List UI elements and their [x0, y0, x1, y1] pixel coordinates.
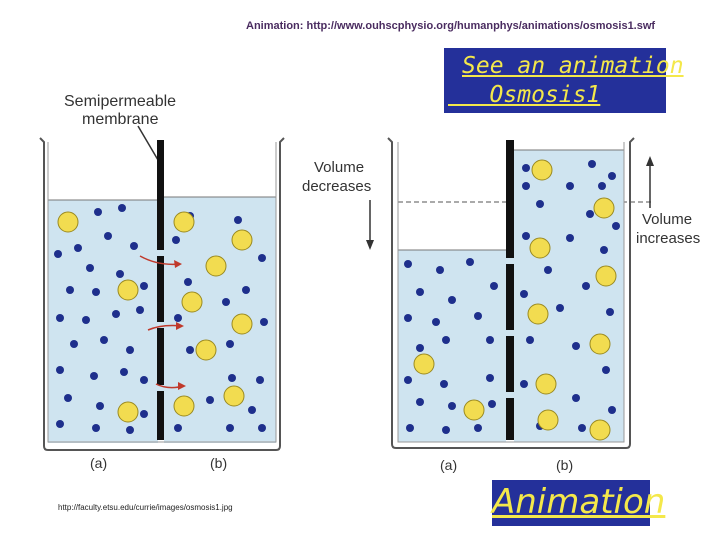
volume-decreases-line1: Volume — [314, 159, 364, 176]
left-beaker-label-a: (a) — [90, 455, 107, 471]
left-flow-arrowhead — [176, 322, 184, 330]
membrane-label-line2: membrane — [82, 111, 159, 128]
left-water-molecules — [54, 204, 268, 434]
volume-increases-line2: increases — [636, 230, 700, 247]
right-solute-particles — [413, 159, 617, 441]
see-animation-link-box[interactable]: See an animation Osmosis1 — [444, 48, 684, 113]
image-source-caption: http://faculty.etsu.edu/currie/images/os… — [58, 503, 233, 512]
left-beaker-glass — [39, 137, 285, 451]
left-flow-arrowhead — [178, 382, 186, 390]
left-membrane-pore — [157, 250, 164, 256]
volume-increases-arrowhead — [646, 156, 654, 166]
left-membrane — [157, 140, 164, 440]
left-solution-side-a — [48, 200, 158, 443]
osmosis1-link[interactable]: Osmosis1 — [448, 82, 601, 108]
volume-increases-line1: Volume — [642, 211, 692, 228]
right-solution-side-b — [514, 150, 624, 442]
source-caption: Animation: http://www.ouhscphysio.org/hu… — [246, 20, 656, 32]
left-beaker — [39, 137, 285, 451]
left-solute-particles — [57, 211, 253, 423]
left-membrane-pore — [157, 322, 164, 328]
animation-button-label[interactable]: Animation — [492, 482, 666, 522]
right-water-molecules — [404, 160, 620, 434]
right-beaker-label-a: (a) — [440, 457, 457, 473]
right-membrane-pore — [506, 392, 514, 398]
right-beaker-glass — [387, 137, 635, 449]
left-membrane-pore — [157, 385, 164, 391]
membrane-label-line1: Semipermeable — [64, 93, 176, 110]
volume-decreases-line2: decreases — [302, 178, 371, 195]
membrane-pointer-line — [137, 125, 159, 161]
right-membrane-pore — [506, 330, 514, 336]
left-flow-arrowhead — [174, 260, 182, 268]
right-beaker-inner — [397, 142, 625, 443]
volume-decreases-arrowhead — [366, 240, 374, 250]
see-animation-link[interactable]: See an animation — [462, 53, 684, 79]
left-beaker-label-b: (b) — [210, 455, 227, 471]
left-beaker-inner — [47, 142, 277, 443]
right-membrane-pore — [506, 258, 514, 264]
right-beaker-label-b: (b) — [556, 457, 573, 473]
animation-button[interactable]: Animation — [492, 480, 666, 526]
right-membrane — [506, 140, 514, 440]
right-beaker — [387, 137, 635, 449]
right-solution-side-a — [398, 250, 506, 442]
